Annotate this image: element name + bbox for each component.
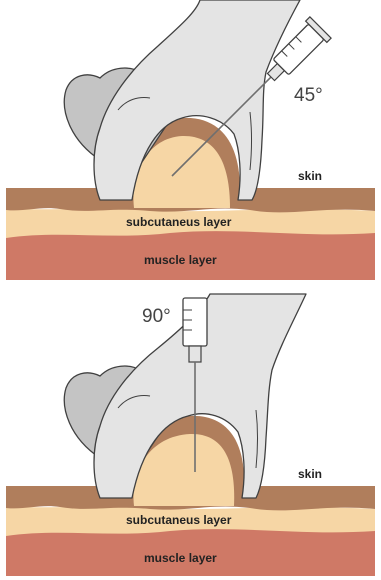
angle-label: 90° xyxy=(142,306,171,327)
needle-hub xyxy=(189,346,201,362)
injection-45-illustration: 45° skin subcutaneus layer muscle layer xyxy=(0,0,381,290)
injection-panel-90: 90° skin subcutaneus layer muscle layer xyxy=(0,290,381,580)
injection-panel-45: 45° skin subcutaneus layer muscle layer xyxy=(0,0,381,290)
subcutaneous-label: subcutaneus layer xyxy=(126,215,232,229)
muscle-label: muscle layer xyxy=(144,253,217,267)
injection-90-illustration: 90° skin subcutaneus layer muscle layer xyxy=(0,290,381,580)
subcutaneous-label: subcutaneus layer xyxy=(126,513,232,527)
muscle-label: muscle layer xyxy=(144,551,217,565)
angle-label: 45° xyxy=(294,85,323,106)
skin-label: skin xyxy=(298,467,322,481)
skin-label: skin xyxy=(298,169,322,183)
syringe-barrel xyxy=(183,298,207,346)
